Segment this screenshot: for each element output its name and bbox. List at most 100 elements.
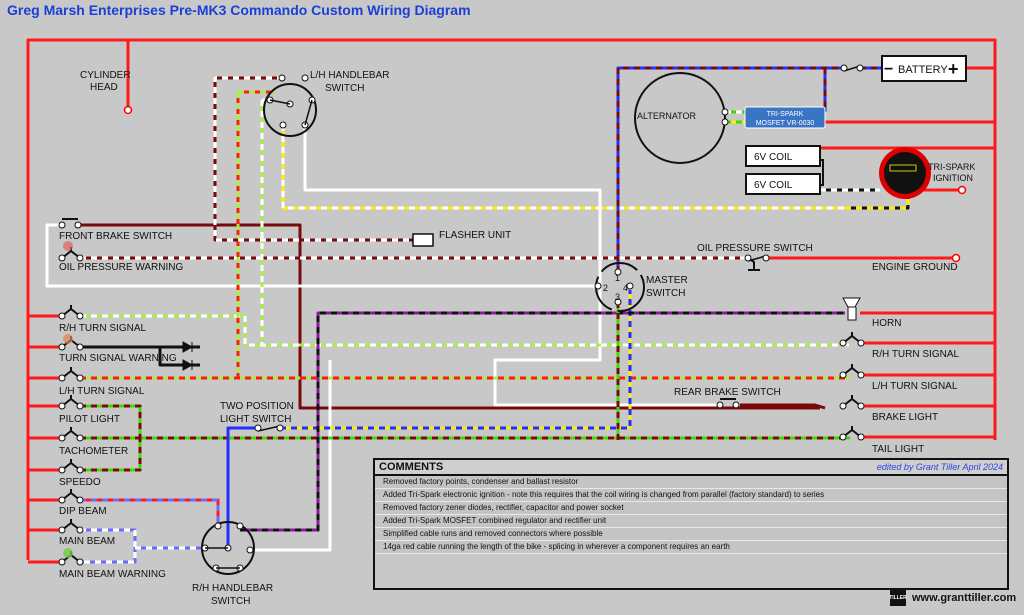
speedo-bulb-icon: [58, 459, 84, 474]
label-two-pos: TWO POSITION: [220, 401, 294, 412]
label-cylinder-head-2: HEAD: [90, 82, 118, 93]
rh-turn-bulb-icon: [58, 305, 84, 320]
lh-switch-wire: [236, 90, 275, 378]
label-tacho: TACHOMETER: [59, 446, 128, 457]
comment-row: Added Tri-Spark electronic ignition - no…: [375, 489, 1007, 502]
brake-bulb-icon: [839, 395, 865, 410]
label-horn: HORN: [872, 318, 901, 329]
master-pin-1: 1: [615, 273, 620, 283]
label-ignition-2: IGNITION: [933, 173, 973, 183]
diagram-title: Greg Marsh Enterprises Pre-MK3 Commando …: [7, 2, 471, 18]
battery: [881, 55, 967, 82]
main-beam-wire: [80, 528, 205, 564]
label-flasher: FLASHER UNIT: [439, 230, 511, 241]
terminal: [614, 268, 622, 276]
label-coil-1: 6V COIL: [754, 152, 793, 163]
terminal: [279, 121, 287, 129]
rear-brake-wire: [740, 403, 826, 410]
diode-icon: [182, 341, 194, 353]
diode-icon: [182, 359, 194, 371]
lh-turn-bulb-icon: [58, 367, 84, 382]
label-two-pos-2: LIGHT SWITCH: [220, 414, 291, 425]
terminal: [594, 282, 602, 290]
label-tail-light: TAIL LIGHT: [872, 444, 924, 455]
label-oil-warning: OIL PRESSURE WARNING: [59, 262, 183, 273]
terminal: [236, 522, 244, 530]
lh-switch-wire: [260, 98, 270, 345]
label-ignition: TRI-SPARK: [928, 162, 975, 172]
label-lh-turn: L/H TURN SIGNAL: [59, 386, 145, 397]
flasher-wire: [213, 76, 413, 242]
lh-handlebar-switch: [263, 83, 317, 137]
battery-switch: [840, 64, 864, 72]
terminal: [721, 108, 729, 116]
battery-positive-icon: +: [948, 59, 959, 79]
label-speedo: SPEEDO: [59, 477, 101, 488]
coil-1: [745, 145, 821, 167]
terminal: [721, 118, 729, 126]
terminal: [278, 74, 286, 82]
terminal: [301, 74, 309, 82]
label-master: MASTER: [646, 275, 688, 286]
dip-bulb-icon: [58, 489, 84, 504]
light-switch-wire: [226, 426, 258, 548]
label-rh-switch-2: SWITCH: [211, 596, 250, 607]
pilot-wire: [80, 404, 850, 472]
rh-turn-rear-bulb-icon: [839, 332, 865, 347]
label-dip: DIP BEAM: [59, 506, 107, 517]
label-main-beam: MAIN BEAM: [59, 536, 115, 547]
dip-beam-wire: [80, 498, 220, 526]
label-lh-switch-2: SWITCH: [325, 83, 364, 94]
terminal: [614, 298, 622, 306]
master-pin-3: 3: [615, 292, 620, 302]
label-front-brake: FRONT BRAKE SWITCH: [59, 231, 172, 242]
label-rh-turn-rear: R/H TURN SIGNAL: [872, 349, 959, 360]
label-oil-switch: OIL PRESSURE SWITCH: [697, 243, 813, 254]
alternator: [634, 72, 726, 164]
comment-row: 14ga red cable running the length of the…: [375, 541, 1007, 554]
label-rear-brake: REAR BRAKE SWITCH: [674, 387, 781, 398]
earth-wire: [26, 38, 997, 560]
rear-brake-switch: [716, 398, 740, 409]
label-rh-turn: R/H TURN SIGNAL: [59, 323, 146, 334]
label-brake-light: BRAKE LIGHT: [872, 412, 938, 423]
flasher-unit: [412, 233, 434, 247]
label-coil-2: 6V COIL: [754, 180, 793, 191]
terminal: [214, 522, 222, 530]
front-brake-switch: [58, 218, 82, 229]
cylinder-head-terminal: [123, 105, 133, 115]
regulator: [744, 106, 826, 129]
label-pilot: PILOT LIGHT: [59, 414, 120, 425]
label-lh-switch: L/H HANDLEBAR: [310, 70, 389, 81]
rh-turn-wire: [80, 314, 850, 347]
comment-row: Added Tri-Spark MOSFET combined regulato…: [375, 515, 1007, 528]
terminal: [626, 282, 634, 290]
label-turn-warning: TURN SIGNAL WARNING: [59, 353, 177, 364]
label-regulator: TRI-SPARK: [767, 111, 804, 118]
tacho-bulb-icon: [58, 427, 84, 442]
lh-turn-rear-bulb-icon: [839, 364, 865, 379]
oil-pressure-contacts: [744, 254, 770, 262]
main-beam-bulb-icon: [58, 519, 84, 534]
pilot-bulb-icon: [58, 395, 84, 410]
label-alternator: ALTERNATOR: [637, 111, 697, 121]
master-pin-2: 2: [603, 283, 608, 293]
label-cylinder-head: CYLINDER: [80, 70, 131, 81]
comment-row: Removed factory points, condenser and ba…: [375, 476, 1007, 489]
comment-row: Removed factory zener diodes, rectifier,…: [375, 502, 1007, 515]
ignition-feed-wire: [281, 125, 845, 210]
two-position-light-switch: [254, 424, 284, 432]
master-pin-4: 4: [623, 283, 628, 293]
battery-negative-icon: −: [884, 61, 893, 78]
tiller-logo: TILLER: [889, 590, 907, 606]
front-brake-wire: [80, 223, 820, 410]
white-wire: [250, 360, 332, 552]
tail-bulb-icon: [839, 426, 865, 441]
label-main-warning: MAIN BEAM WARNING: [59, 569, 166, 580]
terminal: [246, 546, 254, 554]
comment-row: Simplified cable runs and removed connec…: [375, 528, 1007, 541]
horn-icon: [842, 297, 861, 321]
website-link[interactable]: www.granttiller.com: [912, 592, 1017, 604]
